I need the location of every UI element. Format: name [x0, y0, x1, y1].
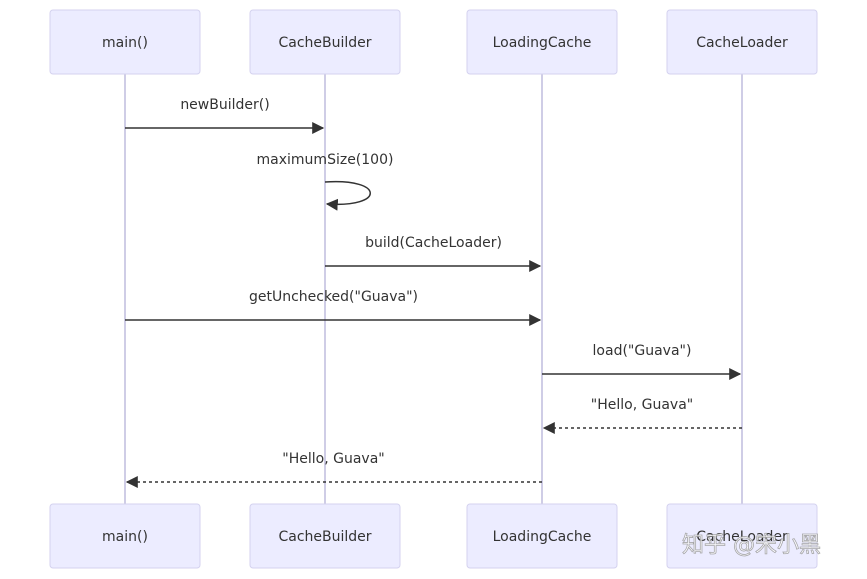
participant-box: [249, 9, 401, 75]
participant-label: CacheBuilder: [278, 35, 371, 51]
participant-box: [466, 503, 618, 569]
message-1: newBuilder(): [125, 97, 325, 134]
participant-builder-bottom: CacheBuilder: [249, 503, 401, 569]
actors-top: main() CacheBuilder LoadingCache CacheLoade…: [49, 9, 818, 75]
message-5: load("Guava"): [542, 343, 742, 380]
message-arrow: [324, 180, 371, 211]
participant-label: main(): [102, 529, 148, 545]
message-label: build(CacheLoader): [365, 235, 502, 251]
messages: newBuilder() maximumSize(100) build(CacheL…: [125, 97, 742, 488]
lifelines: [124, 74, 743, 504]
participant-box: [49, 503, 201, 569]
message-label: maximumSize(100): [257, 152, 394, 168]
participant-box: [666, 503, 818, 569]
participant-label: LoadingCache: [493, 529, 592, 545]
message-label: newBuilder(): [180, 97, 269, 113]
participant-box: [466, 9, 618, 75]
message-3: build(CacheLoader): [325, 235, 542, 272]
participant-label: CacheLoader: [696, 35, 788, 51]
message-label: "Hello, Guava": [282, 451, 384, 467]
message-7: "Hello, Guava": [125, 451, 542, 488]
participant-loader-bottom: CacheLoader: [666, 503, 818, 569]
participant-cache-top: LoadingCache: [466, 9, 618, 75]
participant-label: CacheBuilder: [278, 529, 371, 545]
message-4: getUnchecked("Guava"): [125, 289, 542, 326]
message-label: "Hello, Guava": [591, 397, 693, 413]
participant-label: main(): [102, 35, 148, 51]
participant-cache-bottom: LoadingCache: [466, 503, 618, 569]
participant-label: LoadingCache: [493, 35, 592, 51]
participant-box: [249, 503, 401, 569]
participant-loader-top: CacheLoader: [666, 9, 818, 75]
message-2: maximumSize(100): [257, 152, 394, 211]
participant-box: [666, 9, 818, 75]
message-label: load("Guava"): [593, 343, 692, 359]
participant-builder-top: CacheBuilder: [249, 9, 401, 75]
actors-bottom: main() CacheBuilder LoadingCache CacheLoade…: [49, 503, 818, 569]
participant-label: CacheLoader: [696, 529, 788, 545]
message-6: "Hello, Guava": [542, 397, 742, 434]
participant-box: [49, 9, 201, 75]
participant-main-top: main(): [49, 9, 201, 75]
message-label: getUnchecked("Guava"): [249, 289, 418, 305]
participant-main-bottom: main(): [49, 503, 201, 569]
watermark-text: 知乎 @宋小黑: [682, 533, 821, 558]
